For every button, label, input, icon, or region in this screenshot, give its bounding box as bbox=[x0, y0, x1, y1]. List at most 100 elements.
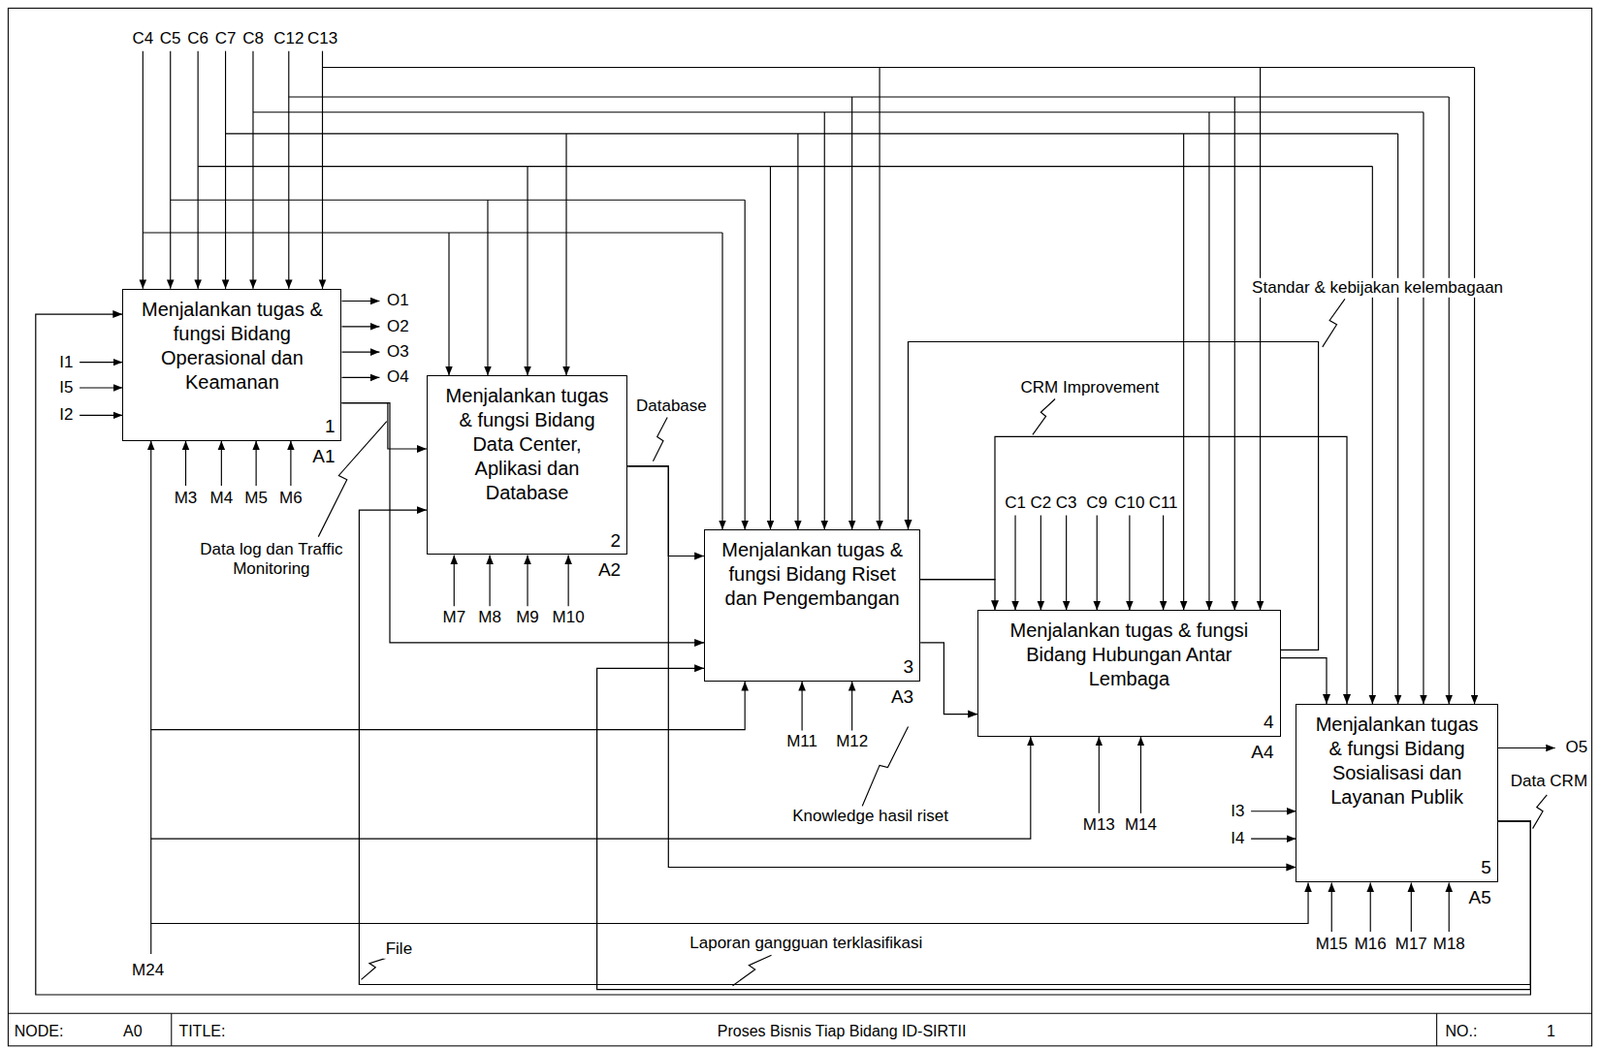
signal-label: M13 bbox=[1083, 816, 1116, 836]
mechanism-line bbox=[453, 555, 455, 608]
control-line bbox=[1473, 66, 1475, 704]
control-line bbox=[288, 51, 289, 289]
mechanism-line bbox=[185, 441, 187, 486]
control-line bbox=[197, 51, 199, 289]
signal-label: M7 bbox=[442, 608, 466, 628]
control-line bbox=[744, 199, 746, 530]
title-block-field: A0 bbox=[123, 1023, 143, 1041]
box-text: Menjalankan tugas & fungsi Bidang Sosial… bbox=[1296, 704, 1497, 810]
mechanism-line bbox=[1140, 736, 1142, 814]
control-line bbox=[486, 199, 488, 376]
signal-label: M12 bbox=[835, 732, 868, 752]
node-id: A1 bbox=[312, 446, 335, 469]
leader-line bbox=[361, 958, 386, 980]
box-number: 2 bbox=[610, 530, 622, 553]
signal-label: I4 bbox=[1230, 829, 1245, 849]
control-line bbox=[1422, 112, 1424, 704]
box-number: 5 bbox=[1480, 857, 1492, 880]
flow-label: File bbox=[384, 938, 415, 959]
leader-line bbox=[1533, 795, 1548, 830]
flow-label: Data log dan Traffic Monitoring bbox=[196, 539, 347, 579]
control-line bbox=[769, 166, 771, 531]
control-line bbox=[322, 66, 1475, 68]
output-line bbox=[342, 300, 381, 302]
connector bbox=[342, 403, 427, 449]
mechanism-line bbox=[151, 736, 1031, 839]
page-frame bbox=[7, 7, 1592, 1046]
box-number: 4 bbox=[1263, 711, 1275, 735]
signal-label: C13 bbox=[307, 29, 338, 49]
control-line bbox=[1183, 133, 1184, 611]
process-box: Menjalankan tugas & fungsi Bidang Hubung… bbox=[977, 609, 1281, 737]
flow-label: CRM Improvement bbox=[1019, 378, 1162, 398]
connector bbox=[920, 642, 978, 715]
signal-label: I3 bbox=[1230, 801, 1245, 822]
flow-label: Knowledge hasil riset bbox=[790, 806, 951, 827]
signal-label: C2 bbox=[1029, 493, 1052, 513]
title-block-field: NO.: bbox=[1444, 1023, 1477, 1041]
control-line bbox=[1397, 133, 1399, 704]
signal-label: C9 bbox=[1086, 493, 1108, 513]
mechanism-line bbox=[289, 441, 291, 486]
mechanism-line bbox=[150, 441, 152, 955]
node-id: A4 bbox=[1250, 741, 1274, 765]
control-line bbox=[224, 51, 226, 289]
box-text: Menjalankan tugas & fungsi Bidang Data C… bbox=[427, 376, 627, 506]
control-line bbox=[526, 166, 528, 377]
node-id: A3 bbox=[891, 686, 914, 709]
connector bbox=[908, 342, 1319, 651]
output-line bbox=[342, 352, 381, 353]
box-text: Menjalankan tugas & fungsi Bidang Operas… bbox=[123, 289, 341, 395]
diagram-title: Proses Bisnis Tiap Bidang ID-SIRTII bbox=[717, 1023, 967, 1041]
signal-label: O1 bbox=[386, 291, 410, 312]
mechanism-line bbox=[1410, 882, 1412, 932]
leader-line bbox=[862, 726, 908, 806]
mechanism-line bbox=[1448, 882, 1450, 932]
title-bar-divider bbox=[170, 1013, 172, 1047]
control-line bbox=[721, 232, 723, 530]
leader-line bbox=[1322, 298, 1345, 347]
control-line bbox=[1372, 166, 1374, 705]
signal-label: O5 bbox=[1565, 738, 1588, 759]
process-box: Menjalankan tugas & fungsi Bidang Data C… bbox=[426, 375, 628, 555]
input-line bbox=[1250, 838, 1296, 840]
connector bbox=[627, 466, 1296, 868]
signal-label: M9 bbox=[515, 608, 540, 628]
control-line bbox=[797, 133, 799, 530]
control-line bbox=[142, 51, 144, 289]
control-line bbox=[1128, 515, 1130, 611]
title-bar-divider bbox=[1436, 1013, 1438, 1047]
signal-label: C1 bbox=[1004, 493, 1026, 513]
control-line bbox=[170, 199, 745, 201]
signal-label: O4 bbox=[386, 368, 410, 388]
control-line bbox=[1259, 66, 1261, 610]
connector bbox=[920, 579, 995, 611]
control-line bbox=[253, 111, 1424, 113]
signal-label: C10 bbox=[1114, 493, 1145, 513]
title-block-field: TITLE: bbox=[178, 1023, 225, 1041]
process-box: Menjalankan tugas & fungsi Bidang Operas… bbox=[122, 288, 342, 442]
signal-label: O3 bbox=[386, 342, 410, 362]
control-line bbox=[824, 112, 826, 530]
mechanism-line bbox=[489, 555, 491, 608]
control-line bbox=[1096, 515, 1098, 611]
signal-label: C8 bbox=[242, 29, 264, 49]
control-line bbox=[879, 66, 881, 530]
input-line bbox=[79, 386, 123, 388]
flow-label: Standar & kebijakan kelembagaan bbox=[1249, 277, 1505, 297]
box-text: Menjalankan tugas & fungsi Bidang Hubung… bbox=[978, 610, 1280, 692]
signal-label: M6 bbox=[279, 488, 303, 509]
signal-label: M3 bbox=[174, 488, 198, 509]
control-line bbox=[1040, 515, 1042, 611]
control-line bbox=[1208, 112, 1210, 611]
signal-label: M24 bbox=[131, 960, 164, 981]
output-line bbox=[1498, 747, 1556, 749]
input-line bbox=[1250, 810, 1296, 812]
control-line bbox=[321, 51, 323, 289]
leader-line bbox=[652, 416, 668, 461]
signal-label: I2 bbox=[59, 406, 73, 426]
signal-label: M10 bbox=[552, 608, 585, 628]
